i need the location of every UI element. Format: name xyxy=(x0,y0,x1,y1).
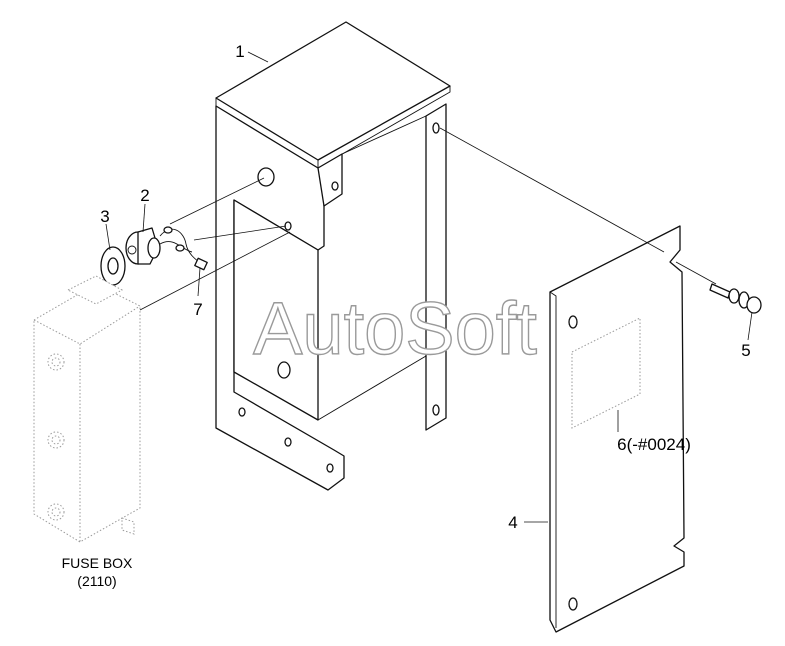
callout-4: 4 xyxy=(508,513,517,532)
callout-1: 1 xyxy=(235,42,244,61)
callout-6: 6(-#0024) xyxy=(617,435,691,454)
wire-harness xyxy=(159,226,208,271)
bracket-box xyxy=(215,21,451,491)
fuse-box-code: (2110) xyxy=(77,573,116,589)
callout-leaders xyxy=(105,51,753,523)
switch-connector xyxy=(125,227,161,265)
callout-3: 3 xyxy=(100,207,109,226)
bolt xyxy=(709,283,762,314)
cover-panel xyxy=(549,225,685,633)
fuse-box xyxy=(33,275,141,543)
watermark-text: AutoSoft xyxy=(253,287,537,370)
callout-5: 5 xyxy=(741,341,750,360)
washer xyxy=(100,246,126,286)
callout-7: 7 xyxy=(193,300,202,319)
callout-2: 2 xyxy=(140,186,149,205)
fuse-box-label: FUSE BOX xyxy=(62,555,133,571)
assembly-guides xyxy=(139,127,717,311)
